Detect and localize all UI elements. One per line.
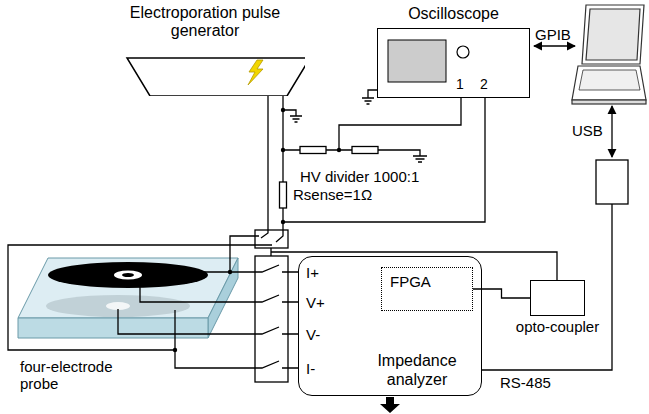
- text-slot: Electroporation pulse generator: [105, 4, 305, 41]
- label-slot: 1: [456, 76, 464, 92]
- text-slot: FPGA: [390, 273, 431, 290]
- trapezoid-outline: [127, 58, 305, 96]
- label-slot: V+: [306, 294, 325, 311]
- label-slot: HV divider 1000:1: [300, 168, 419, 185]
- oscilloscope-box: Oscilloscope: [377, 28, 530, 98]
- label-slot: I+: [306, 264, 319, 281]
- label-slot: Rsense=1Ω: [293, 186, 372, 203]
- label-slot: 2: [480, 76, 488, 92]
- label-slot: GPIB: [535, 26, 571, 43]
- node-text: Impedance analyzer: [361, 352, 473, 389]
- label-slot: V-: [306, 326, 320, 343]
- label-slot: I-: [306, 360, 315, 377]
- pin-name: V+: [306, 294, 325, 311]
- component-label: HV divider 1000:1: [300, 168, 419, 185]
- laptop-illustration: [572, 5, 646, 104]
- pin-name: I+: [306, 264, 319, 281]
- bus-label: GPIB: [535, 26, 571, 43]
- component-label: Rsense=1Ω: [293, 186, 372, 203]
- scope-screen: [388, 40, 469, 82]
- text-slot: opto-coupler: [516, 318, 599, 335]
- probe-illustration: [18, 258, 238, 338]
- analyzer-box: FPGA Impedance analyzer: [298, 256, 482, 396]
- converter-box: [596, 160, 628, 204]
- text-slot: Impedance analyzer: [361, 352, 473, 389]
- label-slot: USB: [572, 122, 603, 139]
- pin-name: I-: [306, 360, 315, 377]
- label-slot: four-electrode probe: [20, 358, 138, 393]
- text-slot: Oscilloscope: [408, 5, 499, 23]
- label-slot: RS-485: [500, 374, 551, 391]
- lightning-symbol: [248, 60, 263, 85]
- ground-arrow: [380, 397, 400, 413]
- probe-label: four-electrode probe: [20, 358, 138, 393]
- pulse-generator: Electroporation pulse generator: [105, 4, 305, 96]
- bus-label: RS-485: [500, 374, 551, 391]
- wires: [8, 46, 612, 370]
- bus-label: USB: [572, 122, 603, 139]
- node-text: Oscilloscope: [408, 5, 499, 23]
- pin-name: V-: [306, 326, 320, 343]
- node-text: opto-coupler: [516, 318, 599, 335]
- node-text: FPGA: [390, 273, 431, 290]
- relay-switch: [255, 230, 288, 382]
- junction-dot: [173, 108, 341, 352]
- opto-coupler-box: opto-coupler: [530, 280, 585, 316]
- fpga-block: FPGA: [381, 267, 473, 311]
- channel-number: 1: [456, 76, 464, 92]
- node-text: Electroporation pulse generator: [105, 4, 305, 41]
- channel-number: 2: [480, 76, 488, 92]
